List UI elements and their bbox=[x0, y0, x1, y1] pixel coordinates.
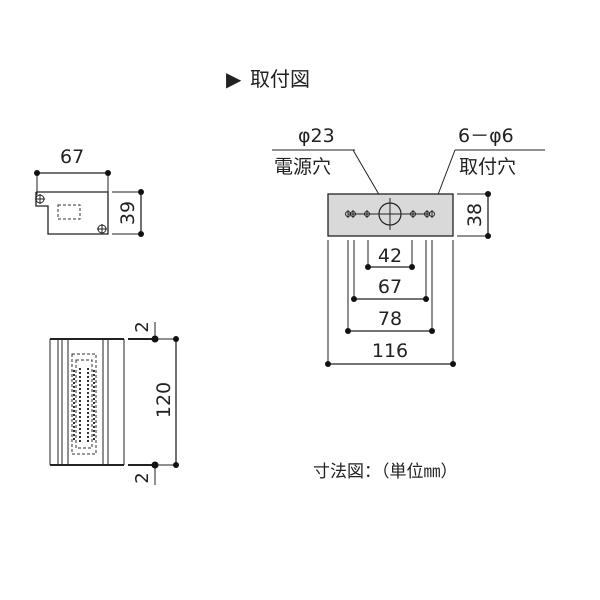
diagram-title: ▶ 取付図 bbox=[226, 67, 310, 91]
side-width-label: 67 bbox=[60, 146, 84, 168]
front-bottom-gap-label: 2 bbox=[132, 472, 153, 483]
plate-height-label: 38 bbox=[464, 203, 486, 227]
front-view: 2 120 2 bbox=[49, 321, 179, 485]
side-view: 67 39 bbox=[34, 146, 144, 237]
mount-hole-icon bbox=[345, 210, 435, 218]
spacing-dimensions: 42 67 78 116 bbox=[325, 240, 456, 367]
mount-hole-diameter: 6－φ6 bbox=[458, 125, 514, 147]
spacing-116: 116 bbox=[372, 340, 408, 362]
title-text: 取付図 bbox=[250, 67, 310, 91]
side-height-label: 39 bbox=[117, 201, 139, 225]
front-height-label: 120 bbox=[153, 382, 175, 418]
mounting-plate-view: φ23 電源穴 6－φ6 取付穴 38 bbox=[272, 125, 545, 367]
spacing-42: 42 bbox=[378, 245, 402, 267]
spacing-67: 67 bbox=[378, 276, 402, 298]
power-hole-diameter: φ23 bbox=[298, 125, 335, 147]
front-top-gap-label: 2 bbox=[132, 321, 153, 332]
power-hole-icon bbox=[378, 198, 402, 230]
title-marker-icon: ▶ bbox=[226, 67, 242, 91]
dimension-caption: 寸法図：（単位㎜） bbox=[313, 462, 458, 482]
spacing-78: 78 bbox=[378, 308, 402, 330]
screw-icon bbox=[97, 224, 107, 234]
mount-hole-label: 取付穴 bbox=[459, 156, 516, 178]
screw-icon bbox=[35, 194, 45, 204]
power-hole-label: 電源穴 bbox=[274, 156, 331, 178]
